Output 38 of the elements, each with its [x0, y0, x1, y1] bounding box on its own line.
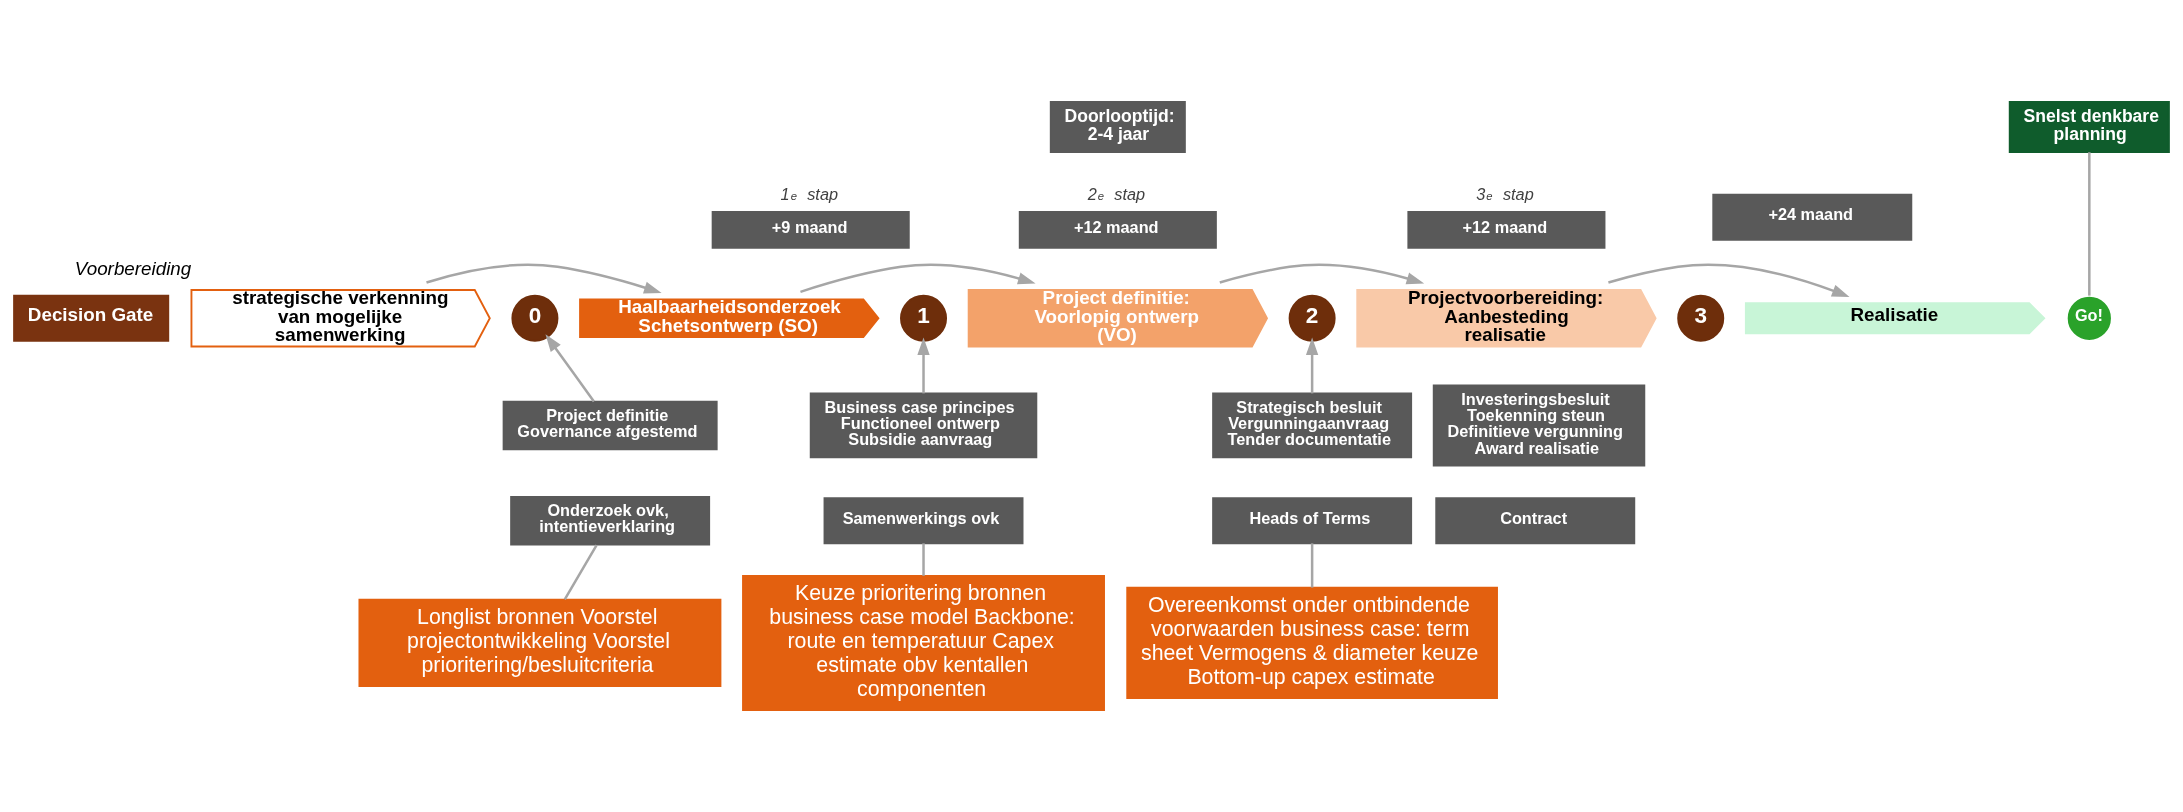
node-box: Investeringsbesluit Toekenning steun Definitieve vergunning Award realisatie: [1432, 384, 1646, 467]
connector: [922, 543, 925, 576]
node-box: Keuze prioritering bronnen business case model Backbone: route en temperatuur Capex estimate obv kentallen componenten: [742, 574, 1105, 711]
arrow: [1219, 263, 1425, 285]
node-label: Voorbereiding: [74, 258, 192, 279]
arrow: [426, 263, 662, 294]
node-box: Project definitie Governance afgestemd: [502, 400, 718, 451]
node-label: 2e stap: [1087, 185, 1146, 204]
connector: [1310, 543, 1314, 588]
connector: [563, 544, 598, 600]
node-circle: Go!: [2065, 294, 2113, 342]
node-box: Snelst denkbare planning: [2008, 101, 2170, 154]
arrow: [545, 334, 595, 403]
node-circle: 2: [1288, 294, 1336, 342]
arrow: [1608, 263, 1850, 298]
connector: [2088, 152, 2091, 296]
arrow: [917, 337, 930, 394]
node-box: +9 maand: [711, 211, 910, 249]
node-box: Business case principes Functioneel ontwerp Subsidie aanvraag: [809, 392, 1038, 459]
node-circle: 1: [900, 294, 948, 342]
node-box: Samenwerkings ovk: [823, 497, 1024, 545]
node-box: +24 maand: [1712, 193, 1913, 241]
node-label: 1e stap: [780, 185, 838, 204]
node-box: Longlist bronnen Voorstel projectontwikkeling Voorstel prioritering/besluitcriteria: [358, 598, 722, 688]
node-box: +12 maand: [1407, 211, 1606, 249]
node-box: Contract: [1435, 497, 1636, 545]
node-box: Overeenkomst onder ontbindende voorwaarden business case: term sheet Vermogens & diameter keuze Bottom-up capex estimate: [1126, 586, 1498, 700]
node-box: Onderzoek ovk, intentieverklaring: [510, 495, 711, 546]
node-circle: 0: [511, 294, 559, 342]
arrow: [800, 263, 1036, 294]
node-label: 3e stap: [1476, 185, 1534, 204]
node-box: +12 maand: [1018, 211, 1217, 249]
node-circle: 3: [1677, 294, 1725, 342]
node-box: Heads of Terms: [1212, 497, 1413, 545]
node-box: Strategisch besluit Vergunningaanvraag Tender documentatie: [1212, 392, 1413, 459]
node-box: Decision Gate: [13, 294, 170, 342]
arrow: [1305, 337, 1319, 394]
node-box: Doorlooptijd: 2-4 jaar: [1049, 101, 1186, 154]
